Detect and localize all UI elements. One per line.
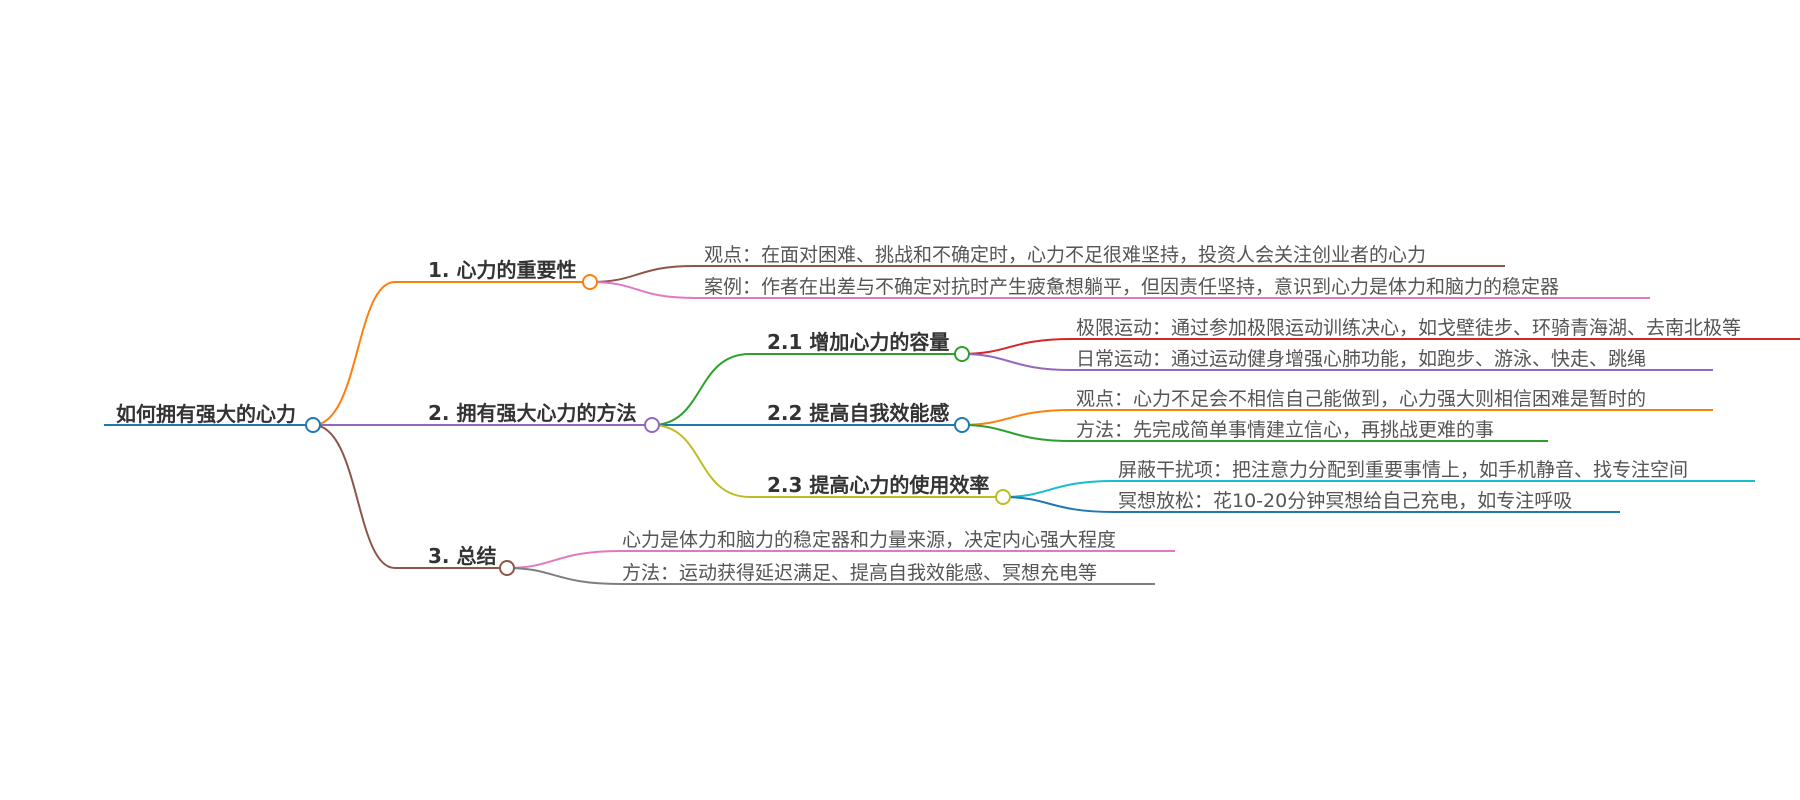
- sub3-item1-edge: [1002, 480, 1755, 498]
- s3-item2-label[interactable]: 方法：运动获得延迟满足、提高自我效能感、冥想充电等: [622, 562, 1097, 584]
- subsection-2-2-label[interactable]: 2.2 提高自我效能感: [767, 401, 949, 425]
- sub1-item1-edge: [961, 338, 1800, 355]
- section-2-collapse-toggle[interactable]: [644, 417, 660, 433]
- sub1-item2-edge: [961, 353, 1713, 371]
- s1-item2-edge: [589, 281, 1650, 299]
- connectors: [104, 265, 1800, 585]
- s1-item2-label[interactable]: 案例：作者在出差与不确定对抗时产生疲惫想躺平，但因责任坚持，意识到心力是体力和脑…: [704, 276, 1559, 298]
- subsection-2-1-collapse-toggle[interactable]: [954, 346, 970, 362]
- subsection-2-3-label[interactable]: 2.3 提高心力的使用效率: [767, 473, 989, 497]
- s1-item1-label[interactable]: 观点：在面对困难、挑战和不确定时，心力不足很难坚持，投资人会关注创业者的心力: [704, 244, 1426, 266]
- section-2-label[interactable]: 2. 拥有强大心力的方法: [428, 401, 636, 425]
- sub3-item2-edge: [1002, 496, 1620, 513]
- sub2-item1-edge: [961, 409, 1713, 426]
- sub1-item1-label[interactable]: 极限运动：通过参加极限运动训练决心，如戈壁徒步、环骑青海湖、去南北极等: [1076, 317, 1741, 339]
- s3-item1-edge: [506, 550, 1175, 569]
- toggles: [305, 274, 1011, 576]
- sub3-item1-label[interactable]: 屏蔽干扰项：把注意力分配到重要事情上，如手机静音、找专注空间: [1118, 459, 1688, 481]
- root-collapse-toggle[interactable]: [305, 417, 321, 433]
- s2-sub3-edge: [651, 424, 1003, 498]
- section-1-label[interactable]: 1. 心力的重要性: [428, 258, 576, 282]
- root-to-s1-edge: [312, 281, 590, 426]
- s2-sub1-edge: [651, 353, 962, 426]
- sub1-item2-label[interactable]: 日常运动：通过运动健身增强心肺功能，如跑步、游泳、快走、跳绳: [1076, 348, 1646, 370]
- subsection-2-2-collapse-toggle[interactable]: [954, 417, 970, 433]
- sub2-item2-label[interactable]: 方法：先完成简单事情建立信心，再挑战更难的事: [1076, 419, 1494, 441]
- sub3-item2-label[interactable]: 冥想放松：花10-20分钟冥想给自己充电，如专注呼吸: [1118, 490, 1572, 512]
- section-3-collapse-toggle[interactable]: [499, 560, 515, 576]
- root-to-s3-edge: [312, 424, 507, 569]
- subsection-2-1-label[interactable]: 2.1 增加心力的容量: [767, 330, 949, 354]
- s1-item1-edge: [589, 265, 1505, 283]
- root-node-label[interactable]: 如何拥有强大的心力: [116, 402, 296, 426]
- section-3-label[interactable]: 3. 总结: [428, 544, 496, 568]
- sub2-item1-label[interactable]: 观点：心力不足会不相信自己能做到，心力强大则相信困难是暂时的: [1076, 388, 1646, 410]
- s3-item2-edge: [506, 567, 1155, 585]
- section-1-collapse-toggle[interactable]: [582, 274, 598, 290]
- subsection-2-3-collapse-toggle[interactable]: [995, 489, 1011, 505]
- s3-item1-label[interactable]: 心力是体力和脑力的稳定器和力量来源，决定内心强大程度: [622, 529, 1116, 551]
- sub2-item2-edge: [961, 424, 1548, 442]
- labels: 如何拥有强大的心力 1. 心力的重要性 2. 拥有强大心力的方法 3. 总结 2…: [116, 244, 1741, 584]
